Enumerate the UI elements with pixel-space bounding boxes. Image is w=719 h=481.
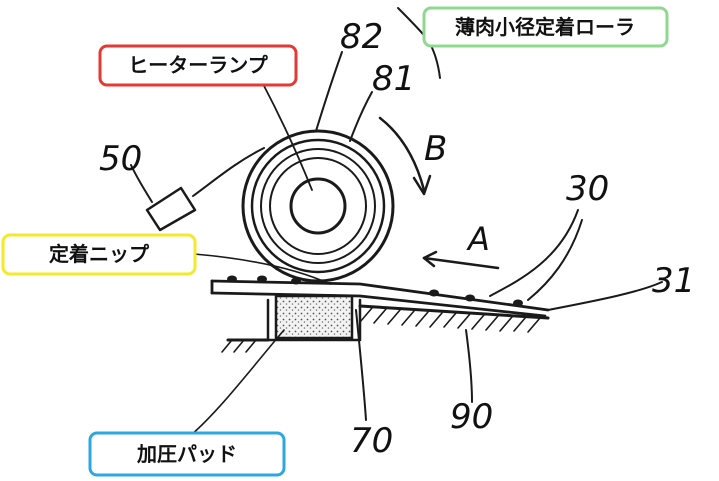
leader-30b: [527, 219, 583, 301]
callout-heater-lamp-text: ヒーターランプ: [128, 53, 268, 77]
ref-50: 50: [99, 139, 142, 179]
ref-82: 82: [340, 17, 383, 57]
leader-82: [315, 51, 343, 132]
ref-70: 70: [350, 421, 393, 461]
arrow-a-label: A: [466, 220, 490, 258]
leader-81: [349, 91, 373, 142]
ref-90: 90: [450, 397, 493, 437]
callout-thin-roller: 薄肉小径定着ローラ: [422, 6, 669, 48]
base-frame-90: [221, 304, 550, 353]
arrow-b-label: B: [424, 129, 447, 169]
leader-pressure-pad: [189, 329, 285, 437]
callout-pressure-pad-text: 加圧パッド: [136, 442, 237, 466]
roller-outer-layer-82: [241, 129, 395, 283]
callout-pressure-pad: 加圧パッド: [88, 431, 286, 477]
roller-layer-81: [250, 138, 386, 274]
arrow-a-head: [422, 250, 438, 268]
callout-heater-lamp: ヒーターランプ: [98, 44, 298, 87]
leader-90: [465, 329, 473, 403]
ref-81: 81: [372, 59, 415, 99]
toner-particles: [227, 275, 523, 307]
callout-fixing-nip-text: 定着ニップ: [49, 242, 150, 266]
heater-lamp-core: [289, 177, 347, 235]
thermistor-50: [130, 147, 265, 232]
arrow-b-head: [412, 174, 432, 196]
ref-30: 30: [566, 169, 609, 209]
transport-arrow-a: [422, 256, 500, 270]
leader-30a: [489, 209, 579, 297]
ref-31: 31: [652, 261, 695, 301]
leader-fixing-nip: [193, 253, 331, 285]
callout-thin-roller-text: 薄肉小径定着ローラ: [455, 15, 635, 39]
leader-70: [355, 309, 367, 421]
callout-fixing-nip: 定着ニップ: [1, 233, 197, 276]
leader-heater-lamp: [261, 81, 313, 191]
fixing-roller: [241, 129, 395, 283]
rotation-arrow-b: [378, 116, 426, 192]
